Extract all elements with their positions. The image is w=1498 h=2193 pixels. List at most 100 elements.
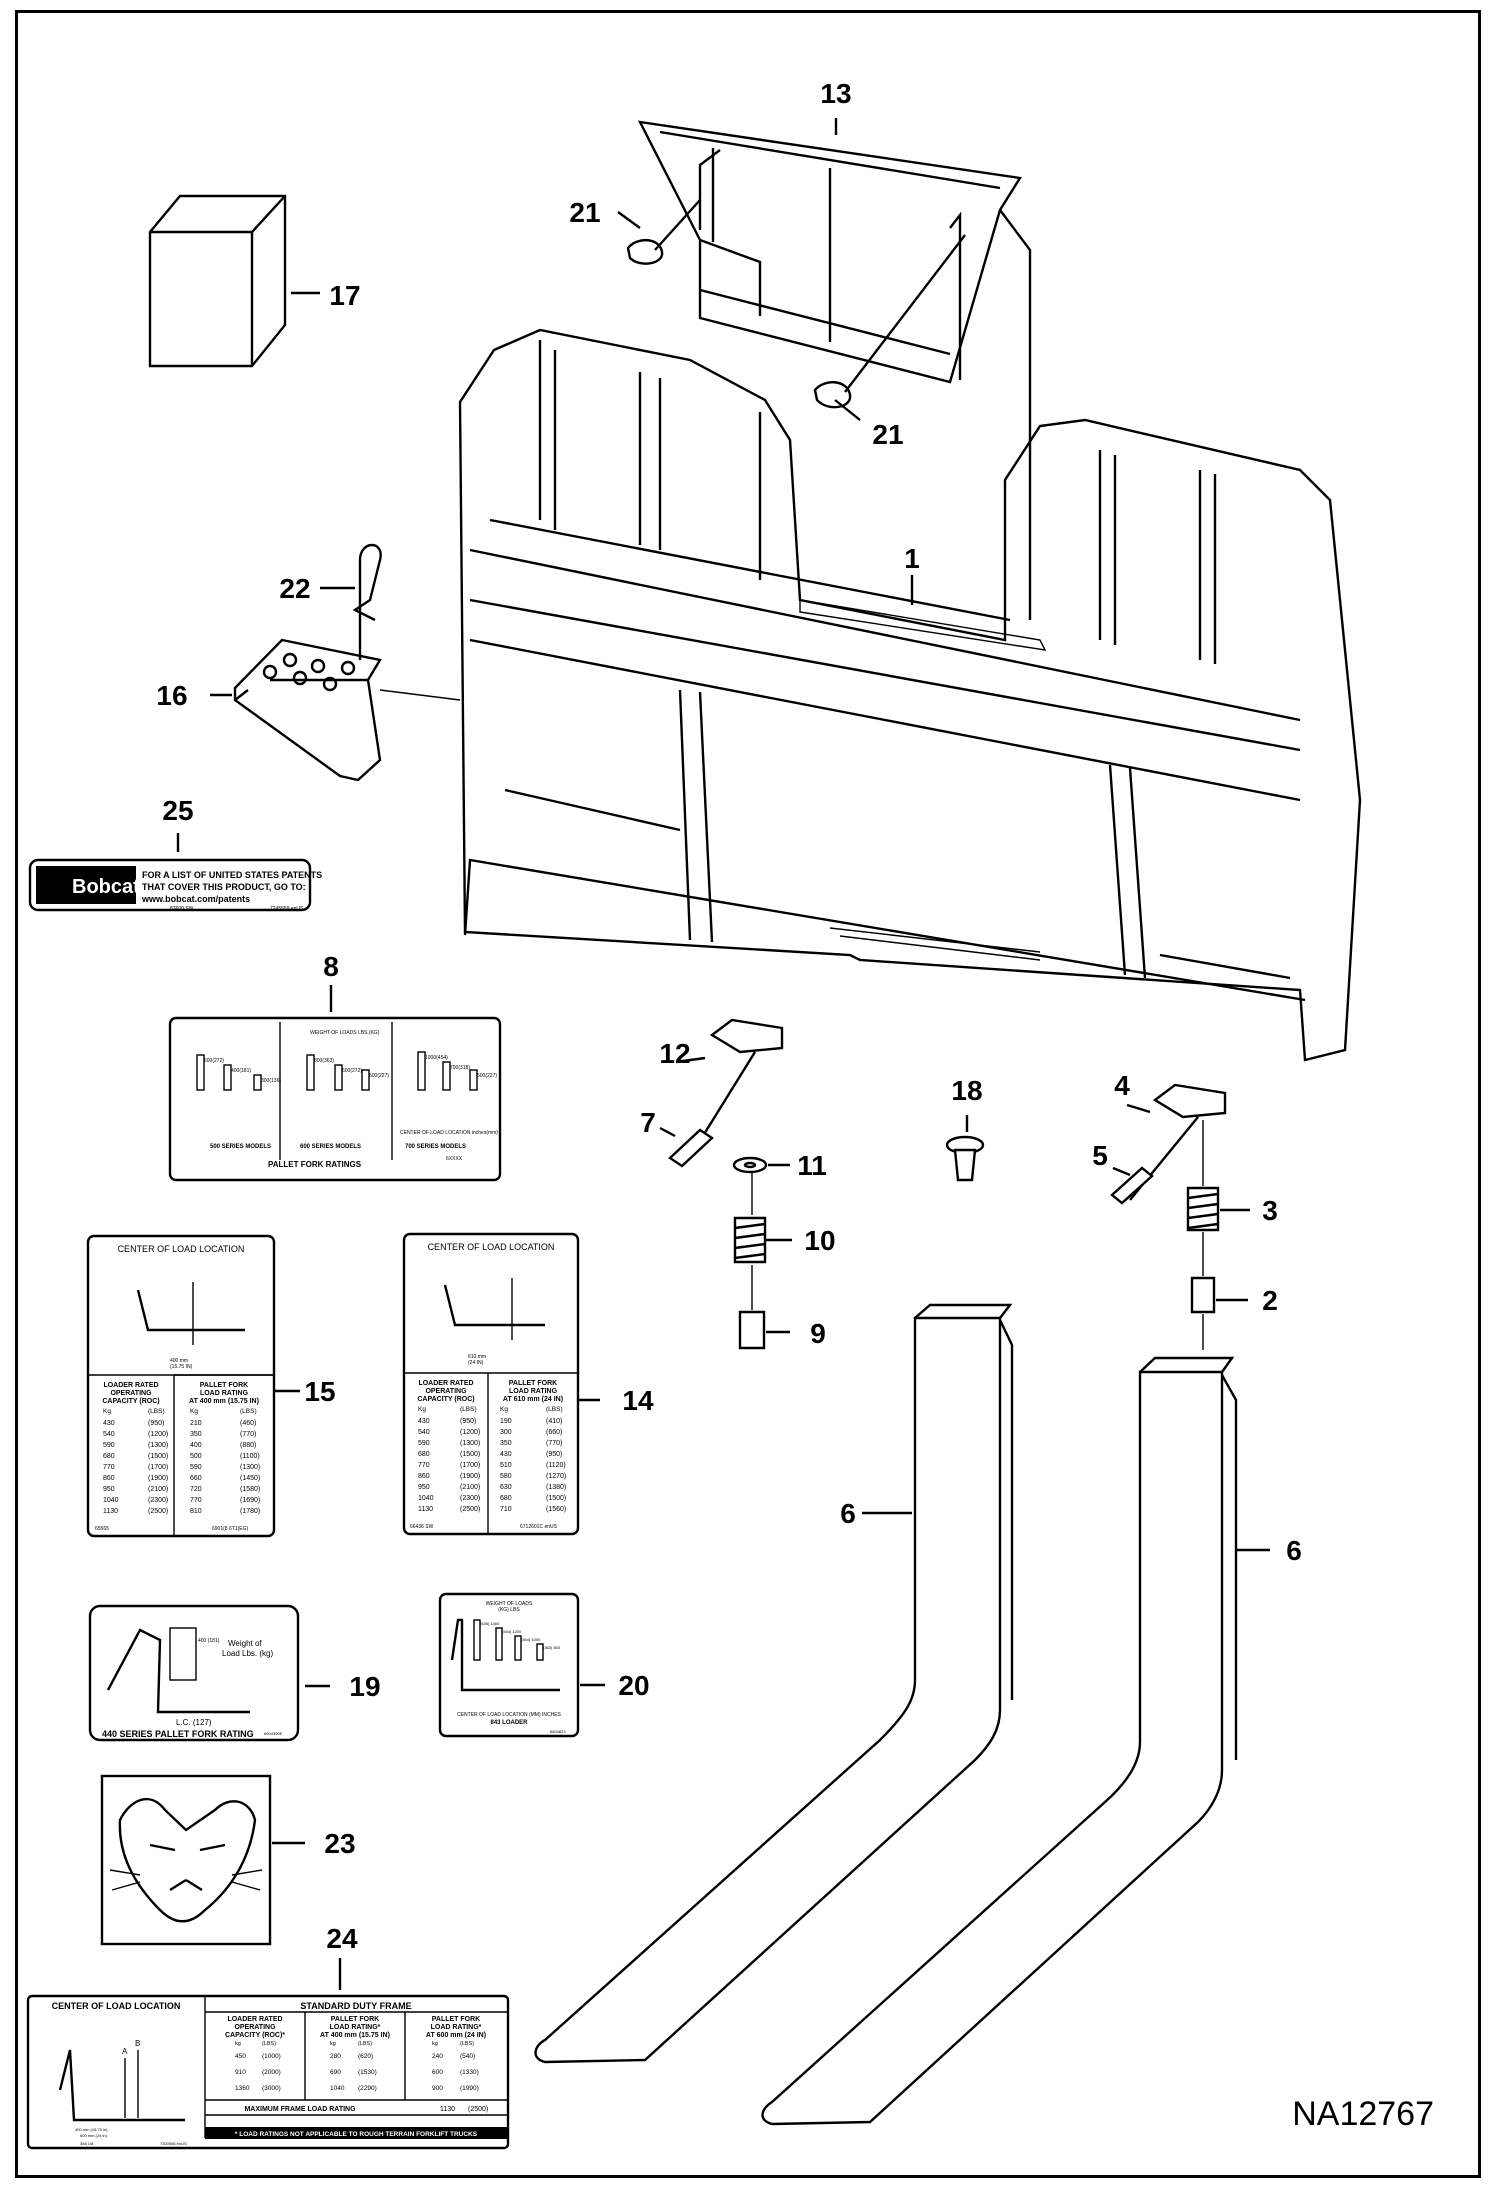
callout-1: 1: [904, 543, 920, 574]
decal-24-cell: 280: [330, 2053, 341, 2060]
callout-11: 11: [797, 1150, 827, 1181]
decal-19-440-rating: 400 (181) Weight of Load Lbs. (kg) L.C. …: [88, 1604, 300, 1742]
decal-20-bar4: (363) 800: [543, 1645, 561, 1650]
part-16-plate: [233, 638, 461, 782]
callout-7: 7: [640, 1107, 656, 1138]
decal-15-col2a: PALLET FORK: [200, 1382, 248, 1389]
decal-15-cell: (2500): [148, 1508, 168, 1515]
part-3-spring: [1186, 1186, 1220, 1232]
decal-24-unit: (LBS): [358, 2041, 372, 2047]
callout-20: 20: [618, 1670, 649, 1701]
decal-8-title: PALLET FORK RATINGS: [268, 1160, 362, 1169]
part-9-bushing: [738, 1310, 766, 1350]
decal-20-bar2: (544) 1200: [502, 1629, 522, 1634]
decal-15-col1b: OPERATING: [110, 1390, 152, 1397]
decal-20-843-rating: WEIGHT OF LOADS (KG) LBS (635) 1400 (544…: [438, 1592, 580, 1738]
decal-24-cell: (2290): [358, 2085, 377, 2092]
decal-25-patents: Bobcat FOR A LIST OF UNITED STATES PATEN…: [28, 858, 322, 912]
decal-19-lc: L.C. (127): [176, 1718, 212, 1727]
callout-3: 3: [1262, 1195, 1278, 1226]
decal-14-cell: 860: [418, 1473, 430, 1480]
part-10-spring: [733, 1216, 767, 1264]
decal-15-col2c: AT 400 mm (15.75 IN): [189, 1398, 259, 1405]
decal-14-cell: (1700): [460, 1462, 480, 1469]
decal-15-cell: 590: [190, 1464, 202, 1471]
decal-15-cell: (1900): [148, 1475, 168, 1482]
decal-15-units: Kg(LBS)Kg(LBS): [103, 1408, 257, 1415]
decal-14-cell: 580: [500, 1473, 512, 1480]
decal-15-cell: 430: [103, 1420, 115, 1427]
decal-14-col2b: LOAD RATING: [509, 1388, 558, 1395]
decal-24-cell: 1040: [330, 2085, 345, 2092]
decal-14-cell: 510: [500, 1462, 512, 1469]
decal-15-cell: (950): [148, 1420, 164, 1427]
decal-24-cell: (1990): [460, 2085, 479, 2092]
decal-14-code2: 6712601C enUS: [520, 1524, 558, 1530]
decal-24-col1b: OPERATING: [234, 2024, 276, 2031]
callout-23: 23: [324, 1828, 355, 1859]
decal-24-cell: (540): [460, 2053, 475, 2060]
decal-24-units: kg(LBS)kg(LBS)kg(LBS): [235, 2041, 474, 2047]
decal-15-cell: (1690): [240, 1497, 260, 1504]
part-17-box: [148, 194, 287, 368]
decal-15-cell: (2100): [148, 1486, 168, 1493]
decal-24-cell: 690: [330, 2069, 341, 2076]
decal-24-cell: (2000): [262, 2069, 281, 2076]
decal-14-col2a: PALLET FORK: [509, 1380, 557, 1387]
decal-24-cell: 910: [235, 2069, 246, 2076]
decal-14-cell: (1120): [546, 1462, 566, 1469]
decal-14-cell: (1270): [546, 1473, 566, 1480]
decal-15-cell: (460): [240, 1420, 256, 1427]
callout-21-upper: 21: [569, 197, 600, 228]
leader-lines: [176, 118, 1270, 1990]
decal-24-max-kg: 1130: [440, 2106, 455, 2113]
decal-14-cell: 350: [500, 1440, 512, 1447]
decal-14-load-rating: CENTER OF LOAD LOCATION 610 mm (24 IN) L…: [402, 1232, 580, 1536]
decal-15-cell: (1580): [240, 1486, 260, 1493]
callout-15: 15: [304, 1376, 335, 1407]
figure-reference: NA12767: [1292, 2095, 1434, 2133]
part-5-pin: [1110, 1166, 1154, 1205]
decal-24-cell: (1330): [460, 2069, 479, 2076]
decal-23-bobcat-logo: [100, 1774, 272, 1946]
decal-15-cell: 770: [103, 1464, 115, 1471]
callout-6-right: 6: [1286, 1535, 1302, 1566]
decal-14-col1c: CAPACITY (ROC): [417, 1396, 474, 1403]
decal-24-code2: 7300556 enUS: [160, 2141, 187, 2146]
decal-8-bar-c3: 500(227): [477, 1073, 497, 1079]
callout-18: 18: [951, 1075, 982, 1106]
decal-15-cell: 400: [190, 1442, 202, 1449]
decal-15-cell: 210: [190, 1420, 202, 1427]
callout-24: 24: [326, 1923, 358, 1954]
decal-15-cell: (2300): [148, 1497, 168, 1504]
decal-24-left-title: CENTER OF LOAD LOCATION: [52, 2001, 181, 2011]
decal-15-cell: (1300): [240, 1464, 260, 1471]
decal-14-cell: 680: [500, 1495, 512, 1502]
decal-14-cell: (2300): [460, 1495, 480, 1502]
decal-14-cell: (1500): [546, 1495, 566, 1502]
decal-14-col1a: LOADER RATED: [418, 1380, 473, 1387]
decal-8-bar-a3: 300(136): [261, 1078, 281, 1084]
decal-24-cell: 600: [432, 2069, 443, 2076]
decal-24-unit: kg: [432, 2041, 438, 2047]
decal-25-line2: THAT COVER THIS PRODUCT, GO TO:: [142, 882, 306, 892]
callout-22: 22: [279, 573, 310, 604]
decal-15-cell: (1450): [240, 1475, 260, 1482]
decal-14-cell: (410): [546, 1418, 562, 1425]
decal-8-series1: 500 SERIES MODELS: [210, 1144, 271, 1150]
decal-15-cell: (1700): [148, 1464, 168, 1471]
callout-2: 2: [1262, 1285, 1278, 1316]
decal-20-bar1: (635) 1400: [480, 1621, 500, 1626]
diagram-frame: [15, 10, 1481, 2178]
decal-14-unit: (LBS): [546, 1406, 563, 1413]
decal-15-cell: (770): [240, 1431, 256, 1438]
decal-24-cell: 450: [235, 2053, 246, 2060]
decal-24-cell: (620): [358, 2053, 373, 2060]
decal-14-cell: (950): [546, 1451, 562, 1458]
decal-19-weight2: Load Lbs. (kg): [222, 1649, 273, 1658]
part-6-fork-left: [534, 1303, 1014, 2064]
decal-14-cell: 1130: [418, 1506, 433, 1513]
part-1-main-frame: [458, 328, 1362, 1062]
decal-24-cell: 240: [432, 2053, 443, 2060]
part-22-hair-pin: [352, 543, 382, 660]
